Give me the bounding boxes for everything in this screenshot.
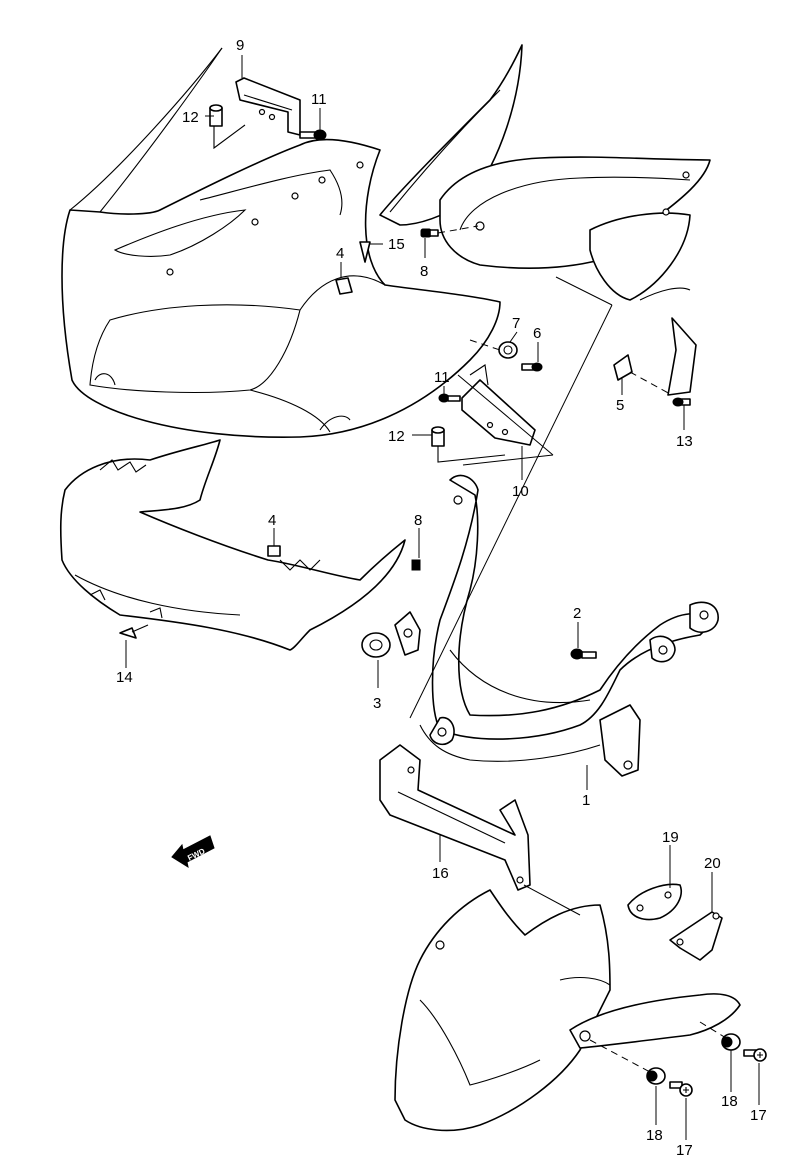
clip-4-lower (267, 545, 281, 557)
callout-14: 14 (116, 669, 133, 686)
cushion-12-top (209, 104, 246, 150)
lower-cowling (59, 439, 406, 651)
grommet-3 (361, 632, 391, 658)
cushion-12-mid (431, 426, 506, 463)
screw-8-lower (411, 559, 421, 571)
leader-lines (125, 55, 760, 1140)
callout-11-top: 11 (311, 91, 327, 108)
screw-17-right (743, 1048, 767, 1062)
callout-10: 10 (512, 483, 529, 500)
callout-2: 2 (573, 605, 581, 622)
callout-3: 3 (373, 695, 381, 712)
callout-18-right: 18 (721, 1093, 738, 1110)
bolt-11-top (299, 129, 327, 141)
bracket-19 (627, 883, 682, 921)
fwd-arrow-icon: FWD (171, 835, 215, 869)
upper-cowling (61, 47, 501, 438)
grommet-18-right (721, 1033, 741, 1051)
callout-13: 13 (676, 433, 693, 450)
callout-4-lower: 4 (268, 512, 276, 529)
callout-15: 15 (388, 236, 405, 253)
callout-8-top: 8 (420, 263, 428, 280)
clip-4-top (335, 277, 353, 295)
bracket-16 (379, 744, 531, 891)
callout-12-top: 12 (182, 109, 199, 126)
callout-20: 20 (704, 855, 721, 872)
bolt-13 (672, 397, 691, 407)
screw-17-left (669, 1081, 693, 1097)
callout-19: 19 (662, 829, 679, 846)
callout-1: 1 (582, 792, 590, 809)
callout-4-top: 4 (336, 245, 344, 262)
screw-15 (359, 241, 371, 263)
bolt-11-mid (438, 393, 461, 403)
callout-6: 6 (533, 325, 541, 342)
plate-right (667, 317, 697, 396)
callout-8-lower: 8 (414, 512, 422, 529)
callout-labels: 9 12 11 4 15 8 7 6 5 13 11 12 10 4 8 14 … (116, 37, 767, 1159)
callout-17-left: 17 (676, 1142, 693, 1159)
callout-9: 9 (236, 37, 244, 54)
grommet-7-top (498, 341, 518, 359)
callout-18-left: 18 (646, 1127, 663, 1144)
cowling-stay-1 (394, 474, 719, 777)
bracket-5 (613, 354, 633, 381)
screw-6 (521, 362, 543, 372)
bracket-10 (461, 364, 536, 446)
bracket-9 (235, 77, 301, 136)
screw-8-top (420, 228, 439, 238)
under-cowling (394, 889, 741, 1132)
callout-7: 7 (512, 315, 520, 332)
bolt-2 (570, 648, 597, 660)
grommet-18-left (646, 1067, 666, 1085)
callout-5: 5 (616, 397, 624, 414)
callout-16: 16 (432, 865, 449, 882)
callout-17-right: 17 (750, 1107, 767, 1124)
inner-cowling-panel (379, 44, 711, 301)
screw-14 (119, 624, 149, 639)
callout-12-mid: 12 (388, 428, 405, 445)
assembly-lines (409, 276, 613, 916)
bracket-20 (669, 911, 723, 961)
callout-11-mid: 11 (434, 369, 450, 386)
